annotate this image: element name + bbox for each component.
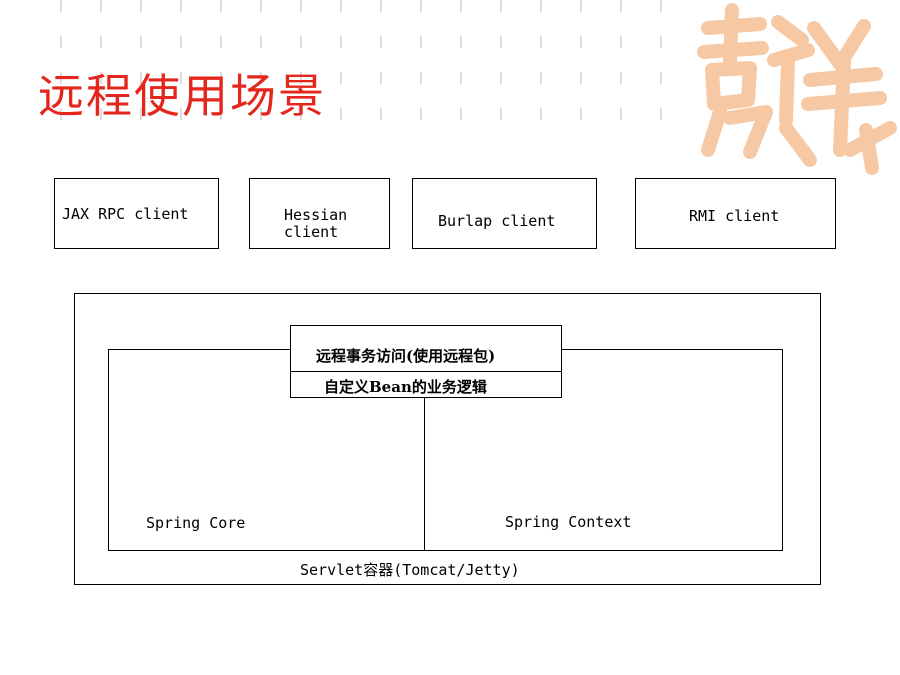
slide-title: 远程使用场景 <box>38 69 326 123</box>
client-label-burlap: Burlap client <box>438 212 556 230</box>
servlet-container-box <box>74 293 821 585</box>
business-logic-label: 自定义Bean的业务逻辑 <box>324 378 487 396</box>
remote-access-box <box>290 325 562 398</box>
spring-context-label: Spring Context <box>505 513 632 531</box>
auspicious-chinese-characters-logo <box>697 3 897 175</box>
remote-stack-separator <box>290 371 562 372</box>
client-box-burlap <box>412 178 597 249</box>
spring-core-label: Spring Core <box>146 514 246 532</box>
client-label-rmi: RMI client <box>689 207 780 225</box>
client-label-hessian: Hessian client <box>284 206 348 242</box>
client-box-hessian <box>249 178 390 249</box>
core-context-divider <box>424 398 425 551</box>
client-box-jax-rpc <box>54 178 219 249</box>
servlet-container-label: Servlet容器(Tomcat/Jetty) <box>300 561 520 579</box>
background-dash-pattern <box>60 0 700 135</box>
remote-access-label: 远程事务访问(使用远程包) <box>316 347 496 365</box>
client-label-jax-rpc: JAX RPC client <box>62 205 189 223</box>
client-box-rmi <box>635 178 836 249</box>
